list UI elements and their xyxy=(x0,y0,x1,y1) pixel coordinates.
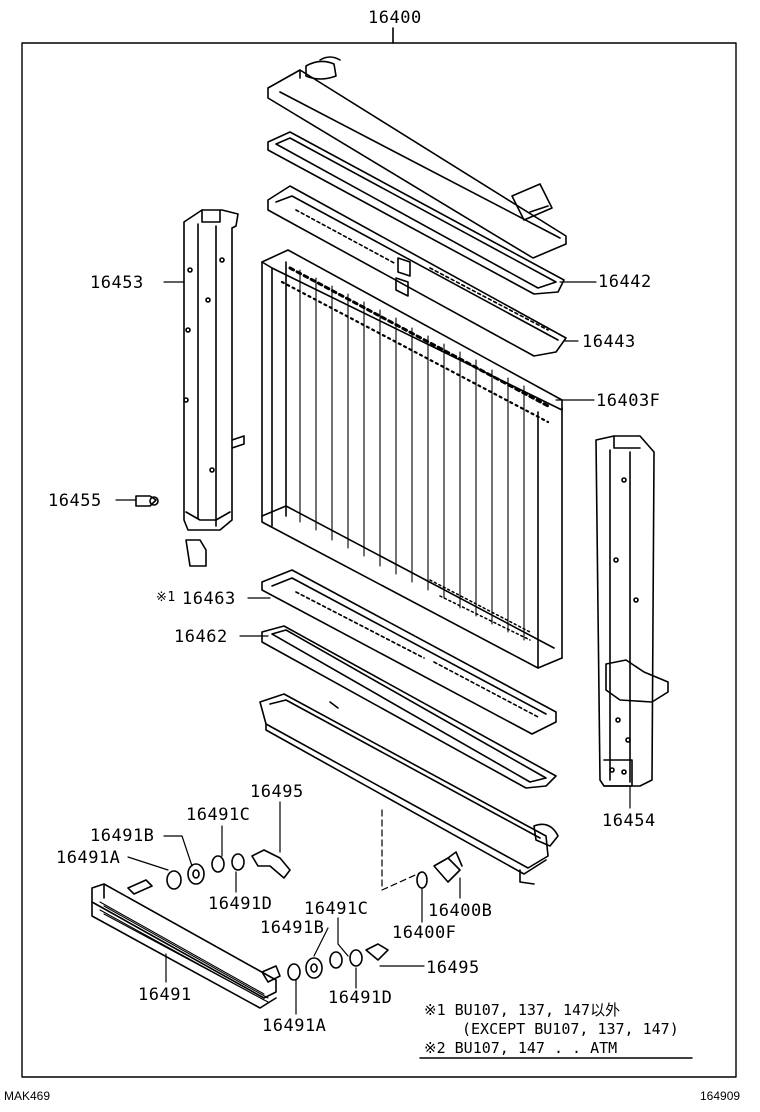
part-label-16491B-left: 16491B xyxy=(90,826,155,846)
part-label-16400F: 16400F xyxy=(392,923,457,943)
footer-right-code: 164909 xyxy=(700,1089,741,1103)
drain-cock xyxy=(416,851,463,889)
note-1-line-1: ※1 BU107, 137, 147以外 xyxy=(424,1001,621,1019)
part-label-16442: 16442 xyxy=(598,272,652,292)
part-label-16495-top: 16495 xyxy=(250,782,304,802)
oil-cooler xyxy=(91,879,281,1009)
part-label-16455: 16455 xyxy=(48,491,102,511)
left-side-support xyxy=(183,209,245,567)
lower-tank xyxy=(259,693,559,885)
radiator-core xyxy=(261,249,563,669)
part-label-16491D-left: 16491D xyxy=(208,894,273,914)
part-label-16400B: 16400B xyxy=(428,901,493,921)
part-label-16463-mark: ※1 xyxy=(156,590,176,605)
fitting-group-right xyxy=(287,943,389,981)
part-label-16443: 16443 xyxy=(582,332,636,352)
part-label-16463: 16463 xyxy=(182,589,236,609)
drain-leader-dashed xyxy=(381,809,423,891)
upper-gasket xyxy=(267,131,565,295)
fitting-group-left xyxy=(166,849,291,890)
footer-left-code: MAK469 xyxy=(4,1089,51,1103)
lower-gasket xyxy=(261,625,557,789)
part-label-16491C-right: 16491C xyxy=(304,899,369,919)
part-label-16491B-right: 16491B xyxy=(260,918,325,938)
part-label-16491A-right: 16491A xyxy=(262,1016,327,1036)
part-label-16462: 16462 xyxy=(174,627,228,647)
lower-seat-plate xyxy=(261,569,557,735)
right-side-support xyxy=(595,435,669,787)
assembly-number-label: 16400 xyxy=(368,8,422,28)
diagram-frame xyxy=(21,42,737,1078)
part-label-16495-right: 16495 xyxy=(426,958,480,978)
note-2: ※2 BU107, 147 . . ATM xyxy=(424,1039,618,1057)
part-label-16491A-left: 16491A xyxy=(56,848,121,868)
upper-tank xyxy=(267,56,567,259)
part-label-16403F: 16403F xyxy=(596,391,661,411)
part-label-16491D-right: 16491D xyxy=(328,988,393,1008)
bolt-16455 xyxy=(135,495,159,507)
part-label-16453: 16453 xyxy=(90,273,144,293)
leader-lines xyxy=(115,281,693,1059)
part-label-16454: 16454 xyxy=(602,811,656,831)
part-label-16491C-left: 16491C xyxy=(186,805,251,825)
note-1-line-2: (EXCEPT BU107, 137, 147) xyxy=(462,1020,679,1038)
part-label-16491: 16491 xyxy=(138,985,192,1005)
upper-seat-plate xyxy=(267,185,567,357)
